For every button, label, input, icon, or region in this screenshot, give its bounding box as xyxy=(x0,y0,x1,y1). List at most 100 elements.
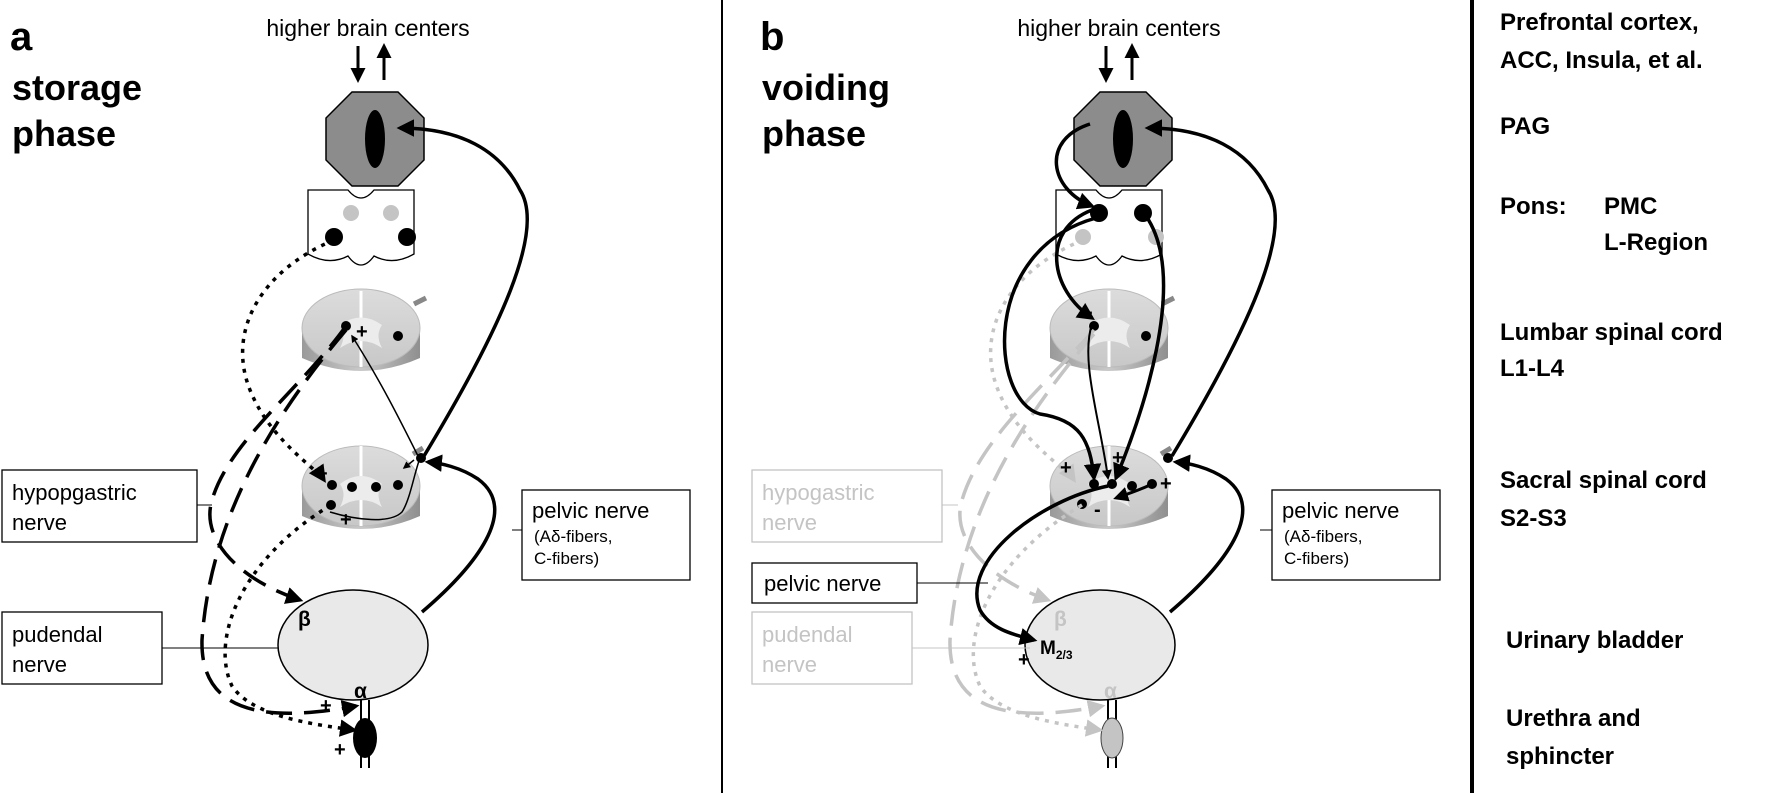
panel-b-sacral-neuron-2 xyxy=(1107,479,1117,489)
panel-b-sacral-inner xyxy=(1113,482,1153,502)
panel-b-top-label: higher brain centers xyxy=(1017,15,1220,41)
panel-b-hypogastric-box: hypogastric nerve xyxy=(751,469,958,543)
panel-b-pons-to-sacral xyxy=(1002,216,1102,482)
panel-a-afferent-ascending xyxy=(396,119,529,457)
panel-a-hypogastric-box: hypopgastric nerve xyxy=(1,469,212,543)
svg-text:(Aδ-fibers,: (Aδ-fibers, xyxy=(534,527,612,546)
svg-text:hypopgastric: hypopgastric xyxy=(12,480,137,505)
panel-a-pons-dot-gray-right xyxy=(383,205,399,221)
svg-text:pudendal: pudendal xyxy=(12,622,103,647)
panel-a-hypogastric-path xyxy=(208,324,348,604)
svg-text:nerve: nerve xyxy=(12,510,67,535)
panel-b-pag-to-pons xyxy=(1054,122,1096,210)
svg-text:(Aδ-fibers,: (Aδ-fibers, xyxy=(1284,527,1362,546)
panel-a-sphincter xyxy=(353,718,377,758)
legend-cortex-line1: Prefrontal cortex, xyxy=(1500,9,1699,36)
panel-a-afferent-pelvic xyxy=(420,454,497,614)
panel-a-alpha-receptor: α xyxy=(354,680,367,703)
panel-a-pons-dot-left xyxy=(325,228,343,246)
panel-b-alpha-receptor: α xyxy=(1104,680,1117,703)
panel-a-plus-sacral-left: + xyxy=(316,463,328,485)
panel-b-beta-receptor: β xyxy=(1054,608,1067,631)
panel-b-pag-nucleus xyxy=(1113,110,1133,168)
panel-a-pudendal-path xyxy=(223,503,358,737)
panel-a-beta-receptor: β xyxy=(298,608,311,631)
panel-b-plus-m: + xyxy=(1018,649,1030,671)
panel-a-sacral-neuron-4 xyxy=(393,480,403,490)
legend-pmc: PMC xyxy=(1604,193,1657,220)
panel-a-pudendal-box: pudendal nerve xyxy=(1,611,278,685)
panel-b-pons-dot-gray-left xyxy=(1075,229,1091,245)
panel-a-minus-beta: - xyxy=(290,583,297,605)
panel-a-bladder xyxy=(277,589,429,701)
panel-a: a storage phase higher brain centers xyxy=(1,15,691,768)
panel-b-phase-line2: phase xyxy=(762,113,866,154)
panel-a-top-label: higher brain centers xyxy=(266,15,469,41)
panel-a-letter: a xyxy=(10,15,33,59)
panel-a-pons xyxy=(307,189,415,266)
panel-a-sacral-neuron-3 xyxy=(371,482,381,492)
legend: Prefrontal cortex, ACC, Insula, et al. P… xyxy=(1500,9,1723,770)
panel-b-faded-hypogastric xyxy=(958,328,1096,604)
panel-a-pons-dot-gray-left xyxy=(343,205,359,221)
panel-b-phase-line1: voiding xyxy=(762,67,890,108)
panel-b-plus-sacral-top: + xyxy=(1112,447,1124,469)
legend-pag: PAG xyxy=(1500,113,1550,140)
panel-b-pons-to-sacral-right xyxy=(1113,215,1166,482)
panel-b: b voiding phase higher brain centers xyxy=(751,15,1441,768)
panel-b-pelvic-efferent-box: pelvic nerve xyxy=(751,562,988,604)
panel-b-plus-sacral-left: + xyxy=(1060,457,1072,479)
legend-cortex-line2: ACC, Insula, et al. xyxy=(1500,47,1703,74)
legend-urethra-line2: sphincter xyxy=(1506,743,1614,770)
panel-b-pelvic-efferent xyxy=(975,484,1109,646)
panel-b-pelvic-box: pelvic nerve (Aδ-fibers, C-fibers) xyxy=(1260,489,1441,581)
panel-b-plus-sacral-right: + xyxy=(1160,473,1172,495)
panel-a-plus-sacral-bottom: + xyxy=(340,509,352,531)
panel-a-spinal-reflex xyxy=(329,457,421,521)
svg-text:C-fibers): C-fibers) xyxy=(1284,549,1349,568)
panel-a-spinal-ascending-thin xyxy=(351,334,419,457)
svg-text:C-fibers): C-fibers) xyxy=(534,549,599,568)
panel-b-faded-pons-dotted xyxy=(988,238,1084,483)
panel-b-m-receptor: M2/3 xyxy=(1040,638,1073,662)
panel-a-plus-lumbar: + xyxy=(356,321,368,343)
panel-a-hypogastric-alpha xyxy=(200,328,360,718)
panel-a-pag-nucleus xyxy=(365,110,385,168)
legend-urethra-line1: Urethra and xyxy=(1506,705,1641,732)
legend-sacral-line1: Sacral spinal cord xyxy=(1500,467,1707,494)
legend-bladder: Urinary bladder xyxy=(1506,627,1683,654)
panel-b-letter: b xyxy=(760,15,784,59)
svg-text:pudendal: pudendal xyxy=(762,622,853,647)
svg-text:nerve: nerve xyxy=(762,652,817,677)
panel-a-urethra xyxy=(353,700,377,768)
svg-text:nerve: nerve xyxy=(12,652,67,677)
panel-b-pudendal-box: pudendal nerve xyxy=(751,611,1030,685)
panel-a-plus-sphincter: + xyxy=(334,739,346,761)
legend-sacral-line2: S2-S3 xyxy=(1500,505,1567,532)
svg-text:pelvic nerve: pelvic nerve xyxy=(1282,498,1399,523)
legend-pons: Pons: xyxy=(1500,193,1567,220)
panel-b-minus-sacral: - xyxy=(1094,499,1101,521)
svg-text:pelvic nerve: pelvic nerve xyxy=(764,571,881,596)
panel-b-lumbar-to-sacral xyxy=(1087,323,1112,480)
panel-b-pons-to-lumbar xyxy=(1054,208,1095,320)
panel-a-sacral-neuron-2 xyxy=(347,482,357,492)
panel-b-lumbar-neuron-right xyxy=(1141,331,1151,341)
legend-l-region: L-Region xyxy=(1604,229,1708,256)
panel-b-minus-lumbar: - xyxy=(1086,301,1093,323)
panel-a-phase-line1: storage xyxy=(12,67,142,108)
svg-text:hypogastric: hypogastric xyxy=(762,480,875,505)
panel-b-urethra xyxy=(1100,700,1124,768)
legend-lumbar-line2: L1-L4 xyxy=(1500,355,1565,382)
panel-b-sphincter xyxy=(1100,717,1124,759)
svg-text:nerve: nerve xyxy=(762,510,817,535)
legend-lumbar-line1: Lumbar spinal cord xyxy=(1500,319,1723,346)
panel-a-pelvic-box: pelvic nerve (Aδ-fibers, C-fibers) xyxy=(512,489,691,581)
panel-a-pons-dot-right xyxy=(398,228,416,246)
panel-a-sacral-neuron-1 xyxy=(327,480,337,490)
panel-b-sacral-neuron-1 xyxy=(1089,479,1099,489)
panel-a-plus-alpha: + xyxy=(320,695,332,717)
panel-b-sacral-neuron-6 xyxy=(1163,453,1173,463)
svg-text:pelvic nerve: pelvic nerve xyxy=(532,498,649,523)
